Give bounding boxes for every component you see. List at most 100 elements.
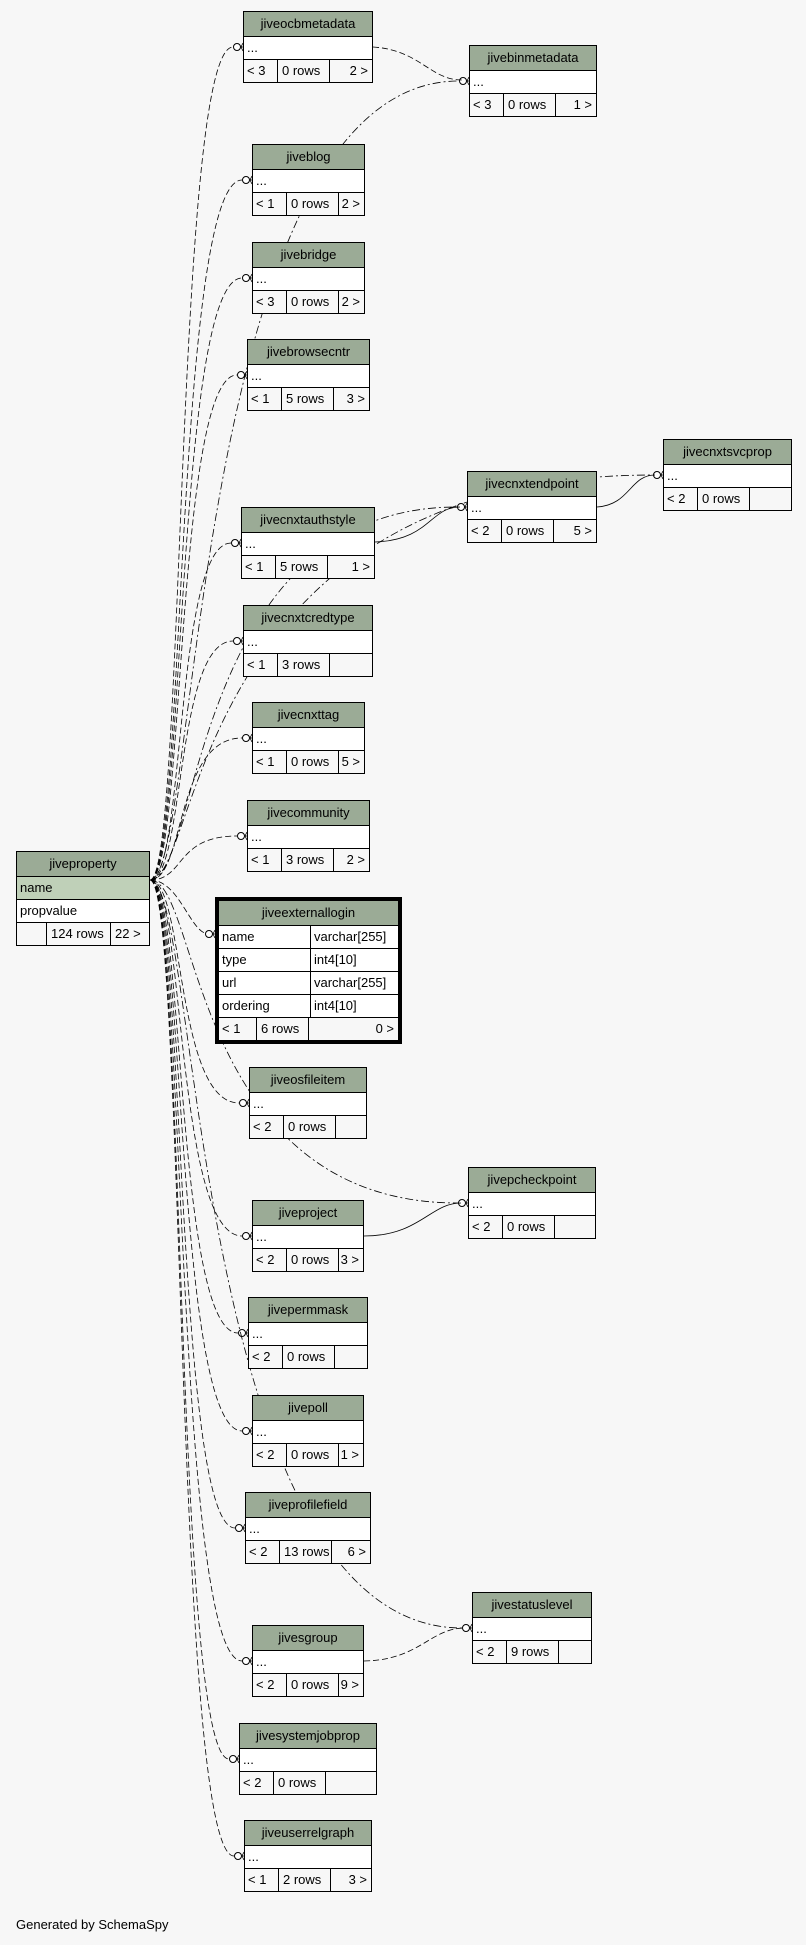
columns-collapsed: ... (244, 37, 372, 60)
parents-count[interactable]: < 2 (469, 1216, 503, 1238)
relationship-edge (149, 879, 240, 1104)
parents-count[interactable]: < 1 (253, 193, 287, 215)
column-name: ordering (219, 995, 311, 1017)
ellipsis: ... (248, 1849, 259, 1864)
crows-foot-icon (249, 733, 253, 743)
row-count: 6 rows (257, 1018, 309, 1040)
zero-many-marker-icon (229, 1755, 237, 1763)
ellipsis: ... (472, 1196, 483, 1211)
parents-count[interactable]: < 2 (664, 488, 698, 510)
children-count[interactable]: 6 > (347, 1544, 366, 1559)
parents-count[interactable]: < 3 (244, 60, 278, 82)
parents-count[interactable]: < 3 (253, 291, 287, 313)
table-footer: 124 rows 22 > (17, 923, 149, 945)
children-count[interactable] (559, 1641, 591, 1663)
children-count[interactable]: 22 > (115, 926, 141, 941)
children-count[interactable]: 3 > (340, 1252, 359, 1267)
table-jiveproperty[interactable]: jiveproperty name propvalue 124 rows 22 … (16, 851, 150, 946)
children-count[interactable] (335, 1346, 367, 1368)
ellipsis: ... (471, 500, 482, 515)
crows-foot-icon (246, 1098, 250, 1108)
parents-count[interactable]: < 2 (253, 1444, 287, 1466)
children-count[interactable]: 5 > (341, 754, 360, 769)
ellipsis: ... (473, 74, 484, 89)
parents-count[interactable]: < 1 (248, 388, 282, 410)
children-count[interactable]: 9 > (340, 1677, 359, 1692)
parents-count[interactable]: < 2 (253, 1674, 287, 1696)
children-count[interactable] (330, 654, 372, 676)
parents-count[interactable]: < 1 (253, 751, 287, 773)
table-name: jivecnxtcredtype (244, 606, 372, 631)
children-count[interactable]: 2 > (341, 196, 360, 211)
children-count[interactable] (326, 1772, 376, 1794)
relationship-edge (149, 374, 238, 881)
children-count[interactable]: 1 > (340, 1447, 359, 1462)
crows-foot-icon (465, 1198, 469, 1208)
children-count[interactable]: 1 > (573, 97, 592, 112)
children-count[interactable]: 5 > (573, 523, 592, 538)
table-name: jivepoll (253, 1396, 363, 1421)
children-count[interactable]: 3 > (348, 1872, 367, 1887)
parents-count[interactable]: < 2 (473, 1641, 507, 1663)
children-count[interactable] (555, 1216, 595, 1238)
parents-count[interactable]: < 2 (249, 1346, 283, 1368)
children-count[interactable]: 3 > (346, 391, 365, 406)
parents-count[interactable] (17, 923, 47, 945)
children-count[interactable] (336, 1116, 366, 1138)
row-count: 0 rows (274, 1772, 326, 1794)
column-name: name (219, 926, 311, 948)
children-count[interactable] (750, 488, 791, 510)
parents-count[interactable]: < 2 (250, 1116, 284, 1138)
children-count[interactable]: 1 > (351, 559, 370, 574)
column-type: varchar[255] (314, 975, 387, 990)
row-count: 3 rows (282, 849, 334, 871)
children-count[interactable]: 2 > (341, 294, 360, 309)
table-name: jiveocbmetadata (244, 12, 372, 37)
parents-count[interactable]: < 2 (253, 1249, 287, 1271)
children-count[interactable]: 2 > (349, 63, 368, 78)
parents-count[interactable]: < 1 (244, 654, 278, 676)
parents-count[interactable]: < 3 (470, 94, 504, 116)
table-name: jiveblog (253, 145, 364, 170)
parents-count[interactable]: < 2 (246, 1541, 280, 1563)
crows-foot-icon (238, 538, 242, 548)
parents-count[interactable]: < 1 (242, 556, 276, 578)
parents-count[interactable]: < 2 (240, 1772, 274, 1794)
parents-count[interactable]: < 1 (248, 849, 282, 871)
parents-count[interactable]: < 2 (468, 520, 502, 542)
relationship-edge (374, 506, 461, 543)
parents-count[interactable]: < 1 (219, 1018, 257, 1040)
columns-collapsed: ... (470, 71, 596, 94)
parents-count[interactable]: < 1 (245, 1869, 279, 1891)
children-count[interactable]: 0 > (375, 1021, 394, 1036)
relationship-edge (149, 506, 458, 881)
children-count[interactable]: 2 > (346, 852, 365, 867)
